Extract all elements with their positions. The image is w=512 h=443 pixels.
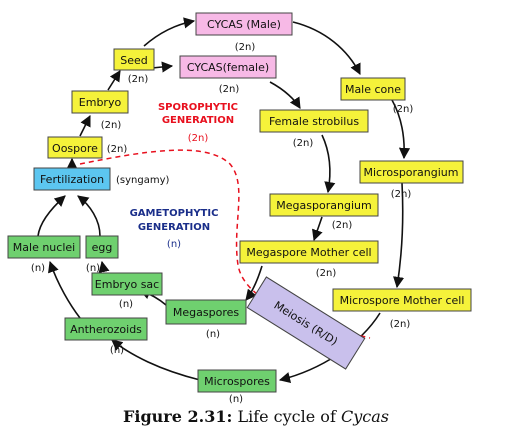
microspores-ploidy: (n) bbox=[229, 394, 243, 405]
oospore-ploidy: (2n) bbox=[107, 144, 128, 155]
sporophytic-label-line2: GENERATION bbox=[162, 115, 234, 126]
microsporangium-ploidy: (2n) bbox=[391, 189, 412, 200]
cycas-life-cycle-diagram: SPOROPHYTIC GENERATION (2n) GAMETOPHYTIC… bbox=[7, 12, 472, 405]
arrow-seed-to-female bbox=[151, 61, 174, 73]
embryo-sac-ploidy: (n) bbox=[119, 299, 133, 310]
seed-ploidy: (2n) bbox=[128, 74, 149, 85]
microsporangium-label: Microsporangium bbox=[363, 166, 458, 179]
arrow-antherozoids-to-malenuclei bbox=[48, 260, 81, 319]
embryo-sac-label: Embryo sac bbox=[95, 278, 159, 291]
gametophytic-label-line1: GAMETOPHYTIC bbox=[130, 208, 219, 219]
megaspores-label: Megaspores bbox=[173, 306, 239, 319]
node-microspores: Microspores (n) bbox=[197, 369, 277, 405]
arrow-strobilus-to-megasporangium bbox=[321, 134, 336, 194]
arrow-megasporangium-to-megmc bbox=[312, 216, 323, 242]
arrow-embryo-to-seed bbox=[107, 70, 121, 91]
megasporangium-label: Megasporangium bbox=[276, 199, 371, 212]
cycle-arrows bbox=[37, 17, 411, 383]
arrow-megmc-to-megaspores bbox=[245, 265, 263, 301]
oospore-label: Oospore bbox=[52, 142, 98, 155]
male-nuclei-label: Male nuclei bbox=[13, 241, 75, 254]
embryo-ploidy: (2n) bbox=[101, 120, 122, 131]
node-megasporangium: Megasporangium (2n) bbox=[269, 193, 379, 231]
embryo-label: Embryo bbox=[79, 96, 122, 109]
male-cone-ploidy: (2n) bbox=[393, 104, 414, 115]
cycas-female-ploidy: (2n) bbox=[219, 84, 240, 95]
caption-italic: Cycas bbox=[340, 407, 389, 426]
fertilization-note: (syngamy) bbox=[116, 175, 170, 186]
arrow-egg-to-fertilization bbox=[77, 195, 101, 237]
cycas-male-ploidy: (2n) bbox=[235, 42, 256, 53]
microspores-label: Microspores bbox=[204, 375, 270, 388]
node-microspore-mother-cell: Microspore Mother cell (2n) bbox=[332, 288, 472, 330]
caption-text: Life cycle of bbox=[237, 407, 336, 426]
node-seed: Seed (2n) bbox=[113, 48, 155, 85]
node-megaspore-mother-cell: Megaspore Mother cell (2n) bbox=[239, 240, 379, 279]
microspore-mother-cell-ploidy: (2n) bbox=[390, 319, 411, 330]
arrow-seed-to-male bbox=[143, 17, 196, 47]
seed-label: Seed bbox=[120, 54, 148, 67]
arrow-microspores-to-antherozoids bbox=[111, 339, 201, 381]
arrow-female-to-strobilus bbox=[269, 81, 301, 109]
antherozoids-ploidy: (n) bbox=[110, 345, 124, 356]
egg-ploidy: (n) bbox=[86, 263, 100, 274]
cycas-male-label: CYCAS (Male) bbox=[207, 18, 281, 31]
microspore-mother-cell-label: Microspore Mother cell bbox=[340, 294, 465, 307]
megasporangium-ploidy: (2n) bbox=[332, 220, 353, 231]
arrow-oospore-to-embryo bbox=[79, 114, 91, 137]
gametophytic-label-line2: GENERATION bbox=[138, 222, 210, 233]
node-oospore: Oospore (2n) bbox=[47, 136, 128, 159]
sporophytic-ploidy: (2n) bbox=[188, 133, 209, 144]
fertilization-label: Fertilization bbox=[40, 173, 104, 186]
node-egg: egg (n) bbox=[85, 235, 119, 274]
node-male-nuclei: Male nuclei (n) bbox=[7, 235, 81, 274]
node-embryo-sac: Embryo sac (n) bbox=[91, 272, 163, 310]
node-cycas-male: CYCAS (Male) (2n) bbox=[195, 12, 293, 53]
female-strobilus-ploidy: (2n) bbox=[293, 138, 314, 149]
arrow-malenuclei-to-fertilization bbox=[37, 195, 66, 237]
megaspore-mother-cell-label: Megaspore Mother cell bbox=[246, 246, 371, 259]
megaspore-mother-cell-ploidy: (2n) bbox=[316, 268, 337, 279]
arrow-microsporangium-to-mmc bbox=[393, 182, 405, 289]
node-embryo: Embryo (2n) bbox=[71, 90, 129, 131]
cycas-female-label: CYCAS(female) bbox=[187, 61, 269, 74]
node-cycas-female: CYCAS(female) (2n) bbox=[179, 55, 277, 95]
node-microsporangium: Microsporangium (2n) bbox=[359, 160, 464, 200]
caption-label: Figure 2.31: bbox=[123, 407, 233, 426]
node-female-strobilus: Female strobilus (2n) bbox=[259, 109, 369, 149]
male-cone-label: Male cone bbox=[345, 83, 401, 96]
node-male-cone: Male cone (2n) bbox=[340, 77, 414, 115]
antherozoids-label: Antherozoids bbox=[70, 323, 142, 336]
figure-caption: Figure 2.31: Life cycle of Cycas bbox=[0, 407, 512, 426]
female-strobilus-label: Female strobilus bbox=[269, 115, 359, 128]
arrow-malecone-to-microsporangium bbox=[391, 99, 411, 160]
node-fertilization: Fertilization (syngamy) bbox=[33, 167, 170, 191]
node-antherozoids: Antherozoids (n) bbox=[64, 317, 148, 356]
sporophytic-label-line1: SPOROPHYTIC bbox=[158, 102, 238, 113]
arrow-embryosac-to-egg bbox=[98, 260, 110, 273]
megaspores-ploidy: (n) bbox=[206, 329, 220, 340]
node-megaspores: Megaspores (n) bbox=[165, 299, 247, 340]
egg-label: egg bbox=[92, 241, 113, 254]
gametophytic-ploidy: (n) bbox=[167, 239, 181, 250]
arrow-male-to-malecone bbox=[292, 21, 361, 76]
male-nuclei-ploidy: (n) bbox=[31, 263, 45, 274]
